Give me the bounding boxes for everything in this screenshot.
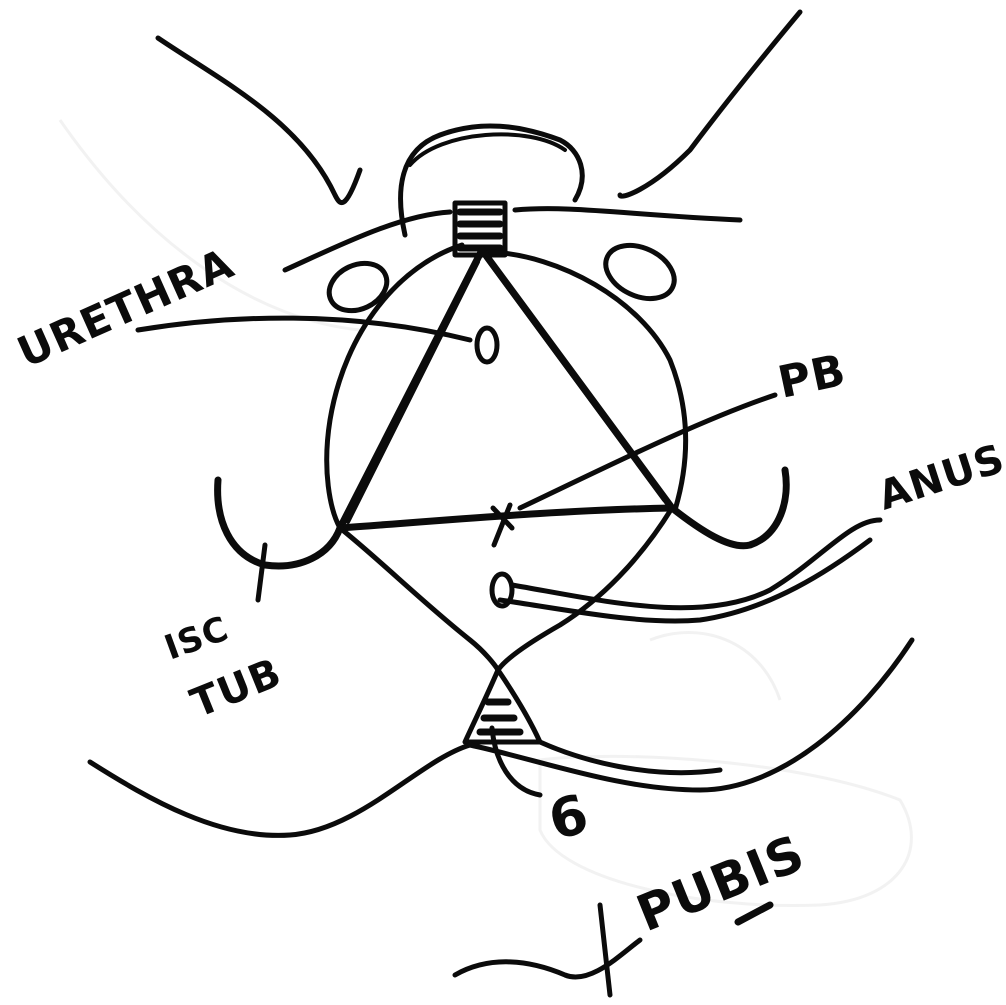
label-urethra: URETHRA xyxy=(10,239,241,378)
pubis-pointer xyxy=(455,905,770,995)
label-pb: PB xyxy=(774,345,851,409)
anal-triangle xyxy=(340,508,672,670)
posterior-arch xyxy=(401,126,583,235)
label-pubis: PUBIS xyxy=(629,824,813,943)
label-isc: ISC xyxy=(159,609,234,669)
label-tub: TUB xyxy=(185,650,289,728)
thigh-contour-lines xyxy=(158,12,800,203)
label-anus: ANUS xyxy=(873,436,1006,520)
ischial-tuberosity-curves xyxy=(218,470,787,600)
perineal-body-marker xyxy=(493,395,775,545)
label-six: 6 xyxy=(542,782,596,853)
anus-marker xyxy=(492,520,880,608)
pubic-wedge xyxy=(465,670,540,742)
gluteal-fold xyxy=(285,209,740,270)
